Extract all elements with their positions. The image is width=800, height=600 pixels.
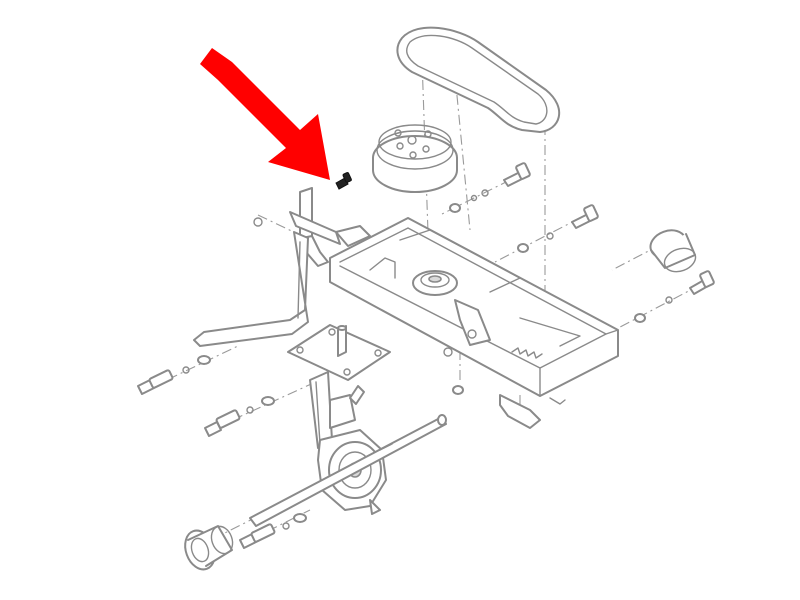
gearbox — [309, 371, 387, 515]
hardware-bolt-left-2 — [204, 396, 275, 437]
pulley — [372, 124, 458, 193]
highlighted-screw — [335, 172, 352, 190]
wheel-hub — [184, 525, 234, 571]
hardware-bolt-upper-1 — [449, 162, 531, 213]
hardware-bolt-left-1 — [137, 355, 211, 395]
control-lever — [193, 187, 371, 347]
axle-shaft — [249, 414, 447, 527]
mount-plate — [287, 324, 391, 381]
v-belt — [396, 26, 561, 133]
hardware-bolt-lower — [239, 513, 307, 549]
hardware-bolt-right — [634, 270, 715, 323]
arrow-icon — [200, 48, 330, 180]
bushing — [649, 229, 697, 273]
hardware-bolt-upper-2 — [517, 204, 599, 253]
main-frame — [329, 217, 619, 429]
